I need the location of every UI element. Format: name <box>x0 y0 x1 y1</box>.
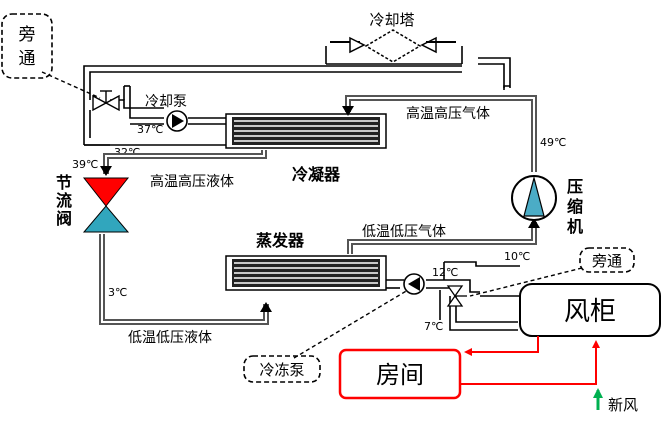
compressor <box>511 175 557 221</box>
bypass-top-label-1: 旁 <box>19 25 36 45</box>
bypass-valve-right <box>446 285 467 307</box>
temp-49: 49℃ <box>540 136 566 149</box>
cooling-pump-label: 冷却泵 <box>145 94 187 110</box>
cooling-tower-label: 冷却塔 <box>369 11 414 29</box>
bypass-right-callout <box>579 247 635 273</box>
fresh-air-label: 新风 <box>608 396 638 414</box>
bypass-top-callout <box>1 13 53 79</box>
compressor-label-1: 压 <box>567 177 583 196</box>
condenser-label: 冷凝器 <box>292 165 341 184</box>
room-box <box>338 348 462 400</box>
throttle-label-3: 阀 <box>56 209 72 228</box>
cooling-water-pipes <box>83 57 511 146</box>
compressor-label-3: 机 <box>567 217 583 236</box>
cooling-tower <box>325 29 463 65</box>
temp-10: 10℃ <box>504 250 530 263</box>
hot-hp-gas-label: 高温高压气体 <box>406 105 490 122</box>
bypass-valve-top <box>92 90 120 112</box>
low-lp-gas-label: 低温低压气体 <box>362 224 446 240</box>
temp-3: 3℃ <box>108 286 127 299</box>
condenser <box>225 113 387 149</box>
throttle-label-1: 节 <box>56 173 72 192</box>
low-liquid-pipe <box>99 234 272 325</box>
compressor-label-2: 缩 <box>567 197 583 216</box>
temp-12: 12℃ <box>432 266 458 279</box>
throttle-valve <box>82 177 130 233</box>
throttle-label-2: 流 <box>56 191 72 210</box>
chilled-pump-callout <box>243 355 321 383</box>
chilled-pump <box>403 273 425 295</box>
air-cabinet-box <box>519 283 661 337</box>
cooling-pump <box>166 110 188 132</box>
air-ducts <box>460 336 600 385</box>
evaporator <box>225 255 387 291</box>
low-lp-liquid-label: 低温低压液体 <box>128 330 212 346</box>
hot-liquid-pipe <box>100 150 267 176</box>
temp-7: 7℃ <box>424 320 443 333</box>
low-gas-pipe <box>347 218 540 254</box>
hot-hp-liquid-label: 高温高压液体 <box>150 173 234 190</box>
temp-39: 39℃ <box>72 158 98 171</box>
chilled-pump-label: 冷冻泵 <box>259 361 304 379</box>
bypass-right-label: 旁通 <box>592 252 622 270</box>
bypass-top-label-2: 通 <box>19 49 36 69</box>
air-cabinet-label: 风柜 <box>564 297 616 327</box>
temp-37: 37℃ <box>137 123 163 136</box>
hot-gas-pipe <box>342 95 537 172</box>
room-label: 房间 <box>376 361 424 389</box>
evaporator-label: 蒸发器 <box>256 231 305 250</box>
